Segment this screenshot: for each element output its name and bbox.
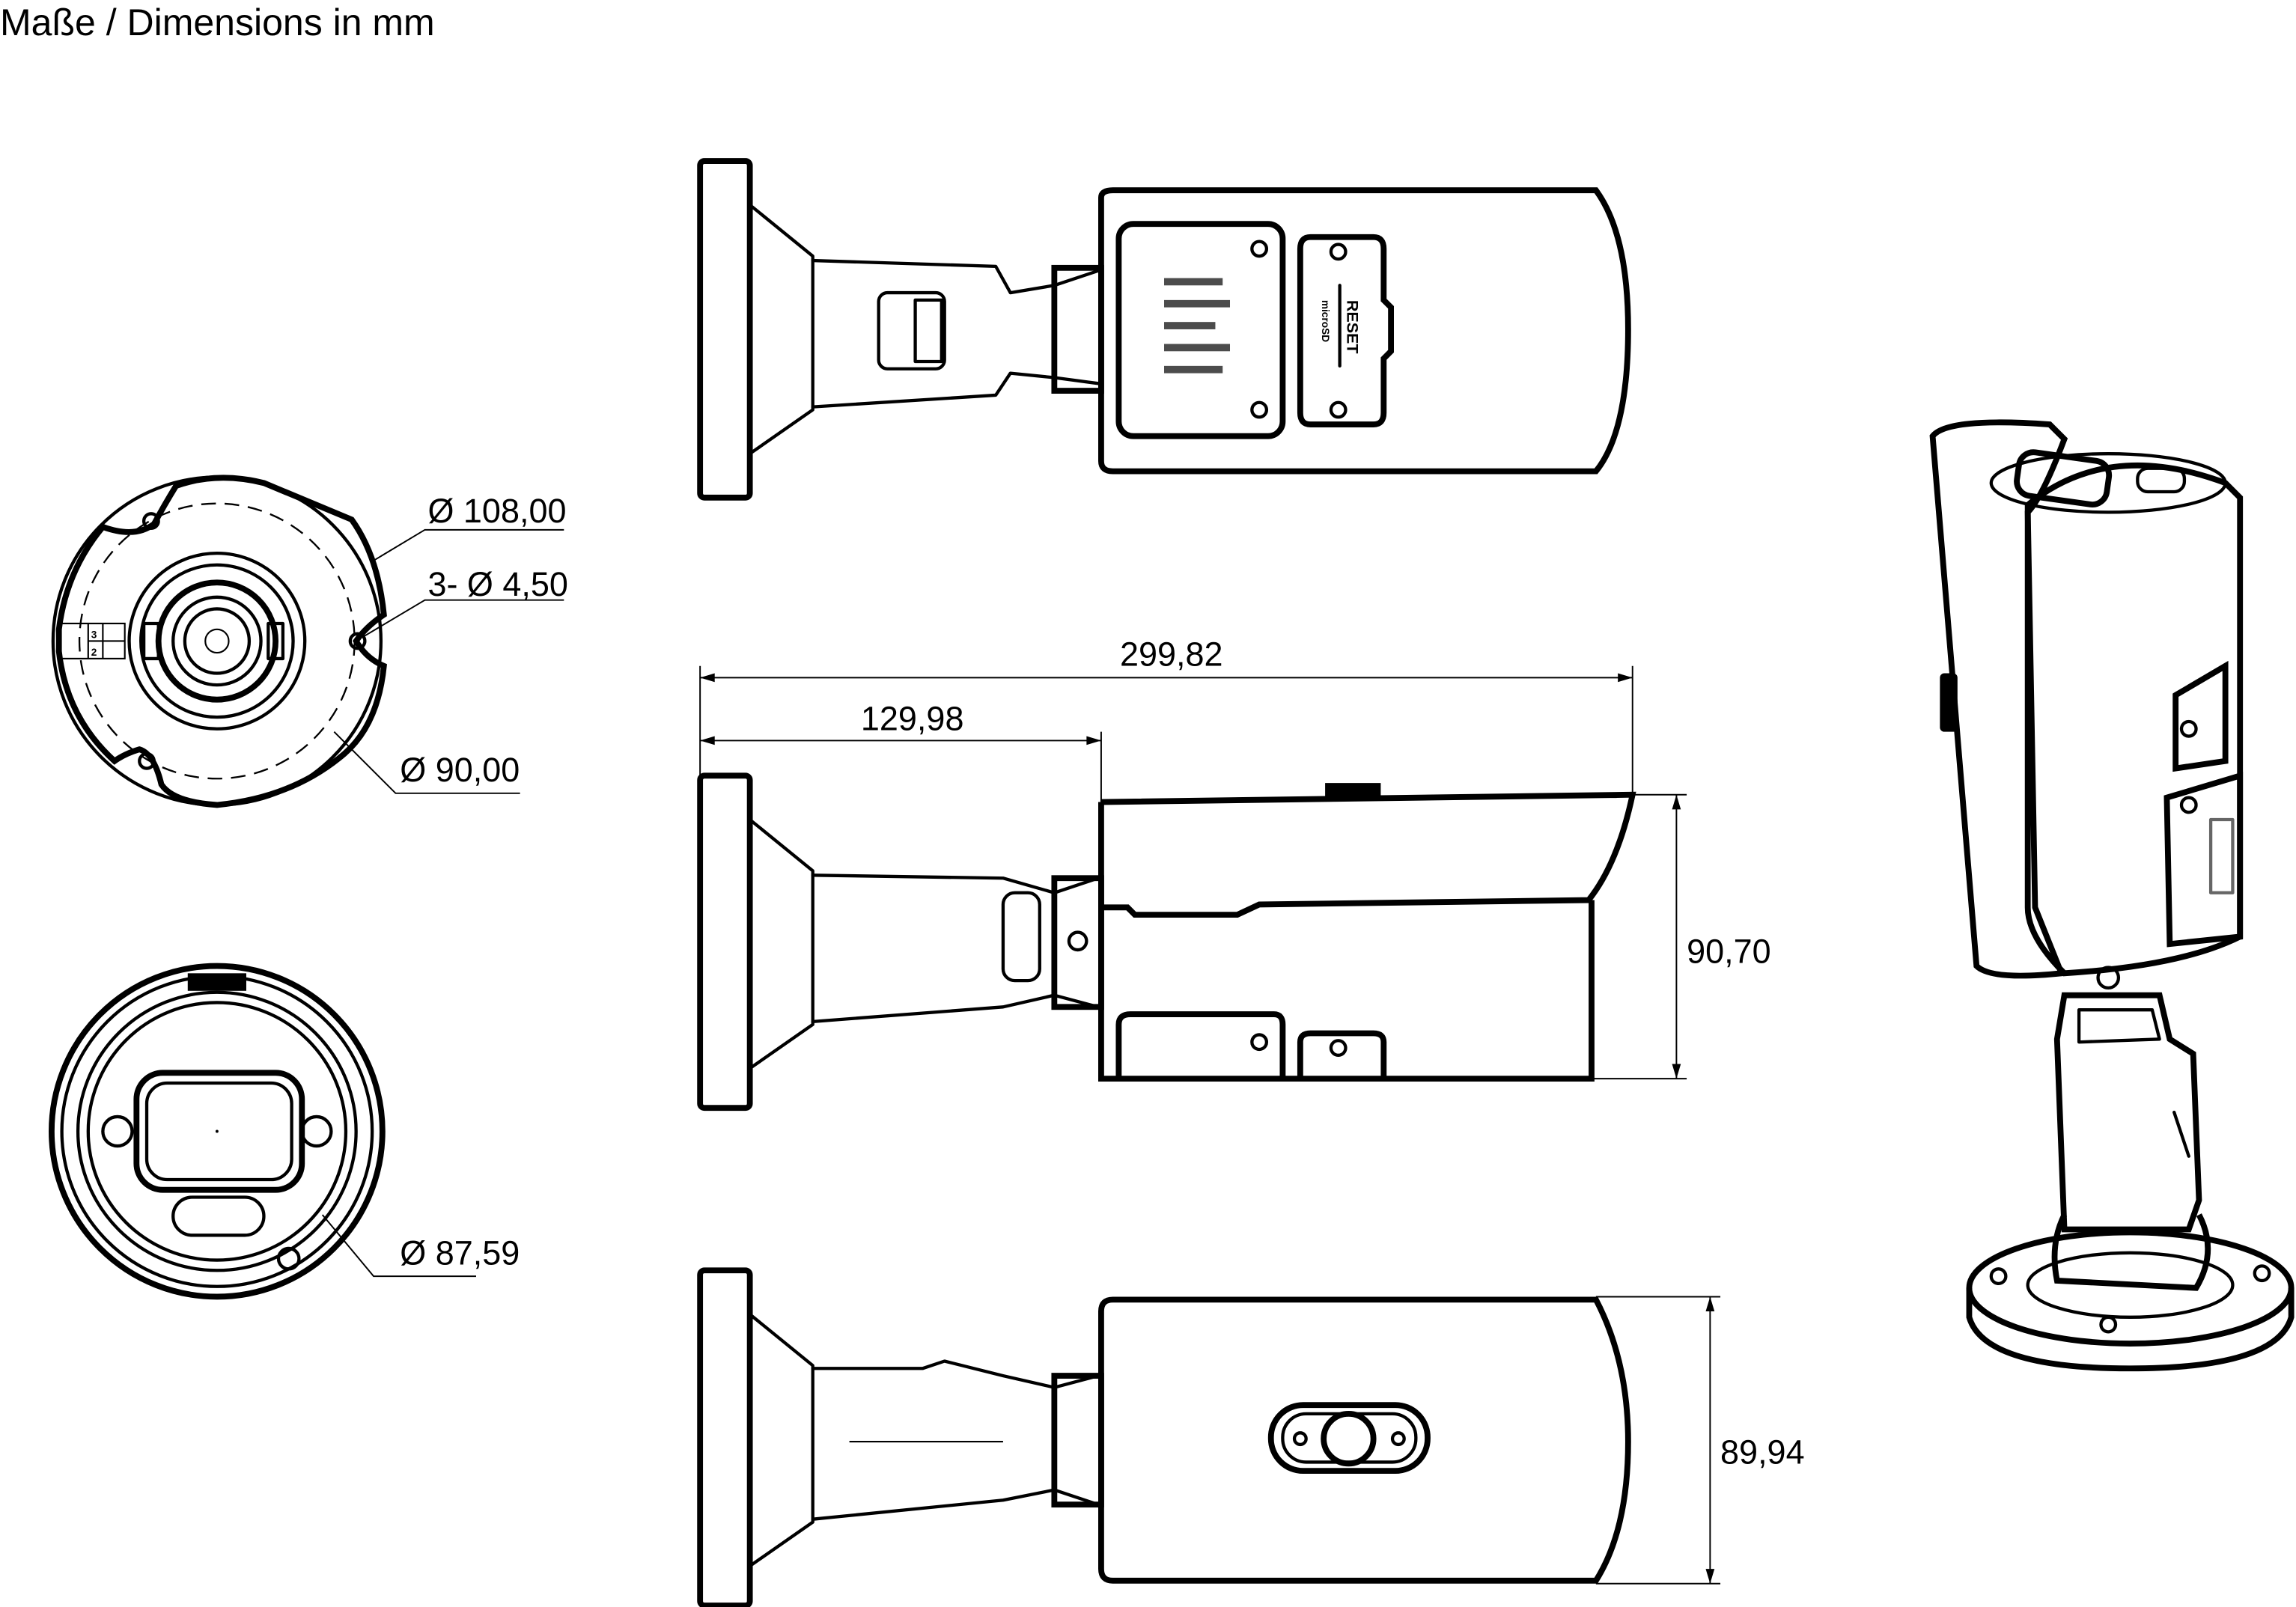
dim-mount-holes: 3- Ø 4,50 [427, 565, 567, 603]
terminal-label-3: 3 [91, 629, 97, 641]
bottom-view [697, 1267, 1631, 1607]
dim-hole-circle-diameter: Ø 90,00 [400, 751, 520, 789]
mount-base-view: 3 2 [51, 475, 387, 808]
dim-mount-plate-diameter: Ø 108,00 [427, 492, 566, 530]
dim-mount-to-body-length: 129,98 [861, 700, 964, 738]
drawing-title: Maße / Dimensions in mm [0, 1, 435, 43]
side-view [697, 772, 1636, 1112]
dim-total-length: 299,82 [1120, 635, 1223, 674]
microsd-label: microSD [1320, 300, 1331, 342]
dim-side-height: 90,70 [1687, 933, 1771, 971]
dimension-annotations: Ø 108,00 3- Ø 4,50 Ø 90,00 Ø 87,59 299,8… [321, 492, 1805, 1585]
isometric-view [1929, 419, 2295, 1372]
top-view: RESET microSD [697, 158, 1631, 501]
front-view [49, 963, 386, 1300]
dim-front-diameter: Ø 87,59 [400, 1234, 520, 1272]
terminal-label-2: 2 [91, 647, 97, 658]
dim-bottom-width: 89,94 [1720, 1433, 1805, 1471]
qr-pattern [1164, 278, 1231, 373]
reset-label: RESET [1343, 300, 1361, 354]
